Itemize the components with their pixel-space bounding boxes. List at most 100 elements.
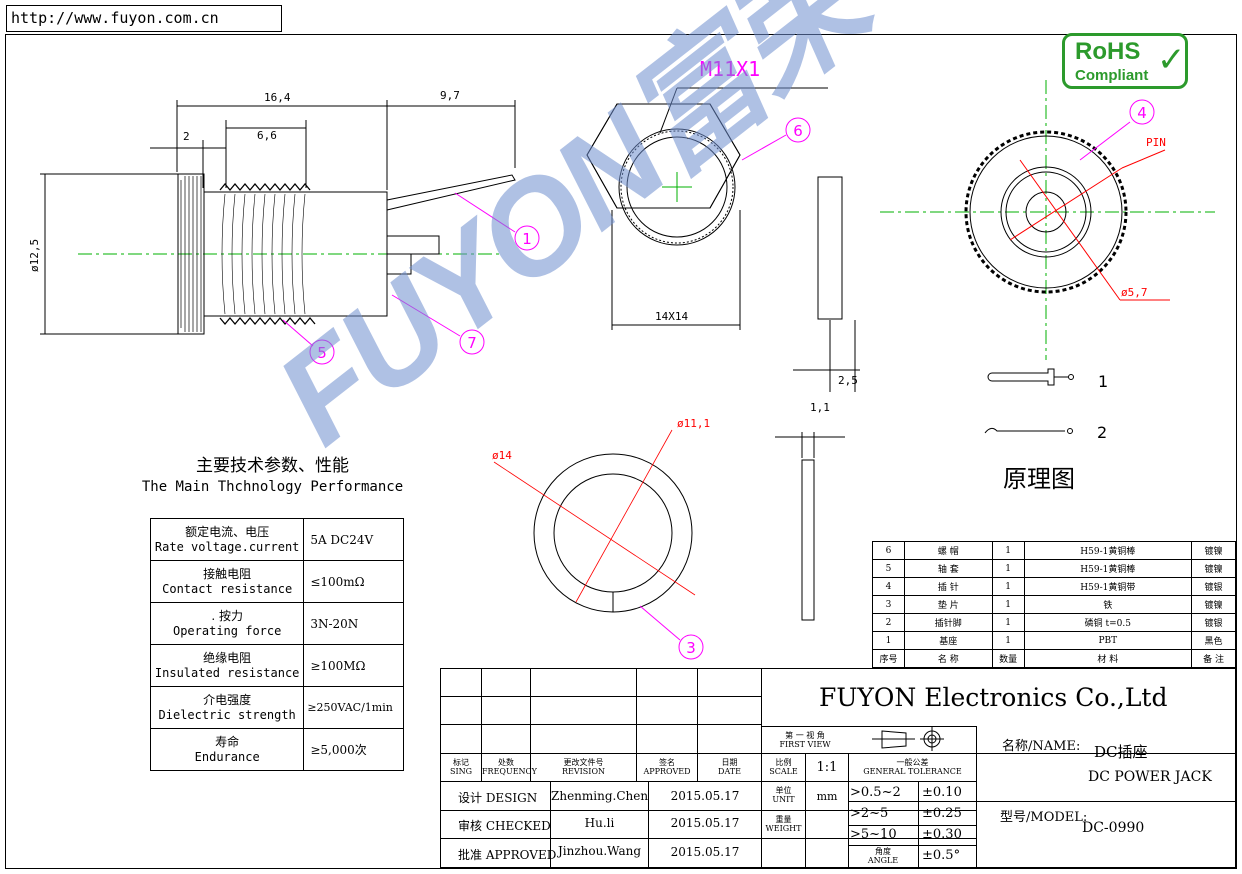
- company-name: FUYON Electronics Co.,Ltd: [819, 683, 1168, 712]
- dim-dia-5-7: ø5,7: [1121, 286, 1148, 299]
- perf-param-cn: 绝缘电阻: [203, 650, 252, 665]
- header-en: APPROVED: [643, 767, 691, 776]
- bom-cell: 1: [991, 595, 1025, 614]
- tb-line: [530, 668, 531, 781]
- tb-line: [761, 668, 762, 868]
- dim-dia-12-5: ø12,5: [28, 239, 41, 272]
- perf-param-en: Operating force: [172, 623, 282, 638]
- bom-cell: 磷铜 t=0.5: [1023, 613, 1193, 632]
- scale-cn: 比例: [775, 758, 792, 767]
- header-en: DATE: [718, 767, 741, 776]
- bom-cell: 4: [872, 577, 905, 596]
- tb-line: [976, 801, 1236, 802]
- name-label: 名称/NAME:: [1002, 739, 1081, 754]
- bom-cell: 镀银: [1191, 613, 1236, 632]
- balloon-7: 7: [467, 334, 477, 352]
- bom-cell: 插 针: [903, 577, 993, 596]
- header-cn: 处数: [498, 758, 514, 767]
- front-view: [880, 80, 1215, 360]
- bom-cell: 2: [872, 613, 905, 632]
- balloon-4: 4: [1137, 104, 1147, 122]
- perf-param-cn: 接触电阻: [203, 566, 252, 581]
- angle-en: ANGLE: [867, 856, 899, 865]
- perf-value: ≥100MΩ: [303, 644, 404, 687]
- dim-dia-14: ø14: [492, 449, 512, 462]
- perf-value: 5A DC24V: [303, 518, 404, 561]
- tb-line: [805, 753, 806, 868]
- tb-line: [918, 781, 919, 868]
- bom-cell: 基座: [903, 631, 993, 650]
- header-cn: 标记: [453, 758, 469, 767]
- bom-cell: 镀银: [1191, 577, 1236, 596]
- perf-param-en: Endurance: [194, 749, 260, 764]
- tol-range: >5~10: [850, 827, 897, 842]
- side-view-dim-text: 16,4 9,7 2 6,6 ø12,5: [28, 89, 460, 272]
- person-name: Hu.li: [584, 816, 615, 830]
- website-url: http://www.fuyon.com.cn: [6, 5, 282, 32]
- performance-title-cn: 主要技术参数、性能: [196, 456, 349, 476]
- bom-cell: 轴 套: [903, 559, 993, 578]
- tb-line: [976, 726, 977, 868]
- first-view-symbol: [872, 727, 944, 751]
- perf-param-cn: 介电强度: [203, 692, 252, 707]
- dim-2-5: 2,5: [838, 374, 858, 387]
- bom-cell: H59-1黄铜棒: [1023, 559, 1193, 578]
- dim-9-7: 9,7: [440, 89, 460, 102]
- person-name: Zhenming.Chen: [551, 789, 649, 803]
- bom-header-cell: 名 称: [903, 649, 993, 668]
- bom-cell: H59-1黄铜带: [1023, 577, 1193, 596]
- view-cn: 第 一 视 角: [785, 731, 825, 740]
- perf-param-cn: 寿命: [215, 734, 240, 749]
- dim-16-4: 16,4: [264, 91, 291, 104]
- weight-cn: 重量: [775, 815, 792, 824]
- bom-cell: 镀镍: [1191, 595, 1236, 614]
- bom-cell: 垫 片: [903, 595, 993, 614]
- view-en: FIRST VIEW: [779, 740, 831, 749]
- bom-header-cell: 备 注: [1191, 649, 1236, 668]
- bom-cell: 6: [872, 541, 905, 560]
- tb-line: [697, 668, 698, 781]
- drawing-frame: [5, 34, 1237, 869]
- bom-cell: 1: [991, 613, 1025, 632]
- bom-cell: 黑色: [1191, 631, 1236, 650]
- perf-value: ≥250VAC/1min: [303, 686, 404, 729]
- tol-value: ±0.10: [922, 785, 962, 800]
- tol-range: >2~5: [850, 806, 889, 821]
- product-name-en: DC POWER JACK: [1088, 769, 1212, 785]
- angle-cn: 角度: [875, 847, 891, 856]
- header-en: REVISION: [562, 767, 605, 776]
- side-view: [40, 100, 516, 335]
- tol-cn: 一般公差: [896, 758, 929, 767]
- bom-header-cell: 材 料: [1023, 649, 1193, 668]
- dim-6-6: 6,6: [257, 129, 277, 142]
- rohs-logo: RoHS Compliant ✓: [1062, 33, 1188, 89]
- schematic-label-1: 1: [1098, 372, 1108, 391]
- unit-cn: 单位: [775, 786, 792, 795]
- hex-nut-view: [586, 87, 828, 330]
- role-label: 审核 CHECKED: [458, 819, 551, 833]
- tb-line: [440, 838, 976, 839]
- role-label: 批准 APPROVED: [458, 848, 557, 862]
- checkmark-icon: ✓: [1157, 40, 1186, 80]
- perf-param-en: Rate voltage.current: [154, 539, 300, 554]
- rohs-logo-top: RoHS: [1075, 38, 1141, 65]
- tb-line: [440, 753, 1236, 754]
- dim-dia-11-1: ø11,1: [677, 417, 710, 430]
- bom-cell: 铁: [1023, 595, 1193, 614]
